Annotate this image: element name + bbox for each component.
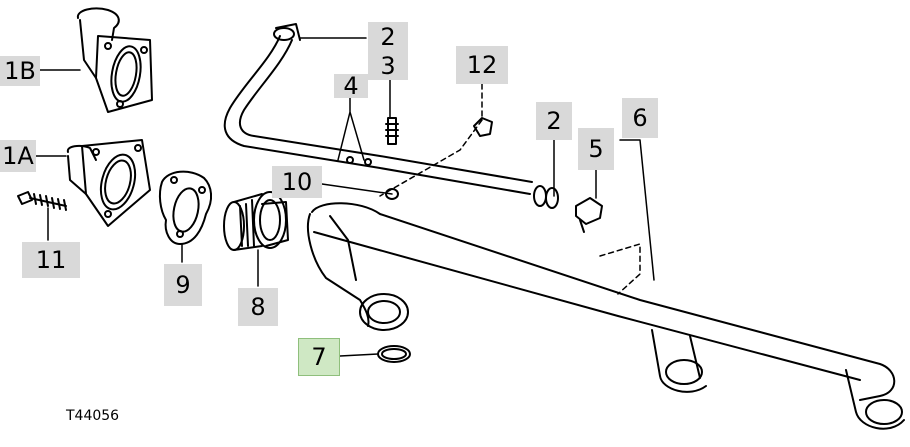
callout-4[interactable]: 4 bbox=[334, 74, 368, 98]
outlet-elbow-1b bbox=[76, 7, 153, 113]
callout-11[interactable]: 11 bbox=[22, 242, 80, 278]
thermostat-8 bbox=[223, 191, 289, 251]
callout-9[interactable]: 9 bbox=[164, 264, 202, 306]
callout-5[interactable]: 5 bbox=[578, 128, 614, 170]
callout-12[interactable]: 12 bbox=[456, 46, 508, 84]
outlet-elbow-1a bbox=[66, 139, 151, 227]
small-hardware bbox=[385, 117, 603, 233]
o-ring-7 bbox=[377, 345, 411, 363]
callout-3[interactable]: 3 bbox=[368, 52, 408, 80]
callout-10[interactable]: 10 bbox=[272, 166, 322, 198]
callout-1a[interactable]: 1A bbox=[0, 140, 36, 172]
callout-7[interactable]: 7 bbox=[298, 338, 340, 376]
callout-2-right[interactable]: 2 bbox=[536, 102, 572, 140]
leader-lines bbox=[35, 37, 655, 357]
bypass-tube bbox=[223, 23, 559, 209]
callout-2-upper[interactable]: 2 bbox=[368, 22, 408, 52]
water-manifold-6 bbox=[306, 188, 905, 430]
cap-screw-11 bbox=[17, 191, 67, 211]
callout-1b[interactable]: 1B bbox=[0, 56, 40, 86]
figure-id: T44056 bbox=[66, 408, 120, 424]
callout-8[interactable]: 8 bbox=[238, 288, 278, 326]
callout-6[interactable]: 6 bbox=[622, 98, 658, 138]
gasket-9 bbox=[158, 170, 212, 245]
